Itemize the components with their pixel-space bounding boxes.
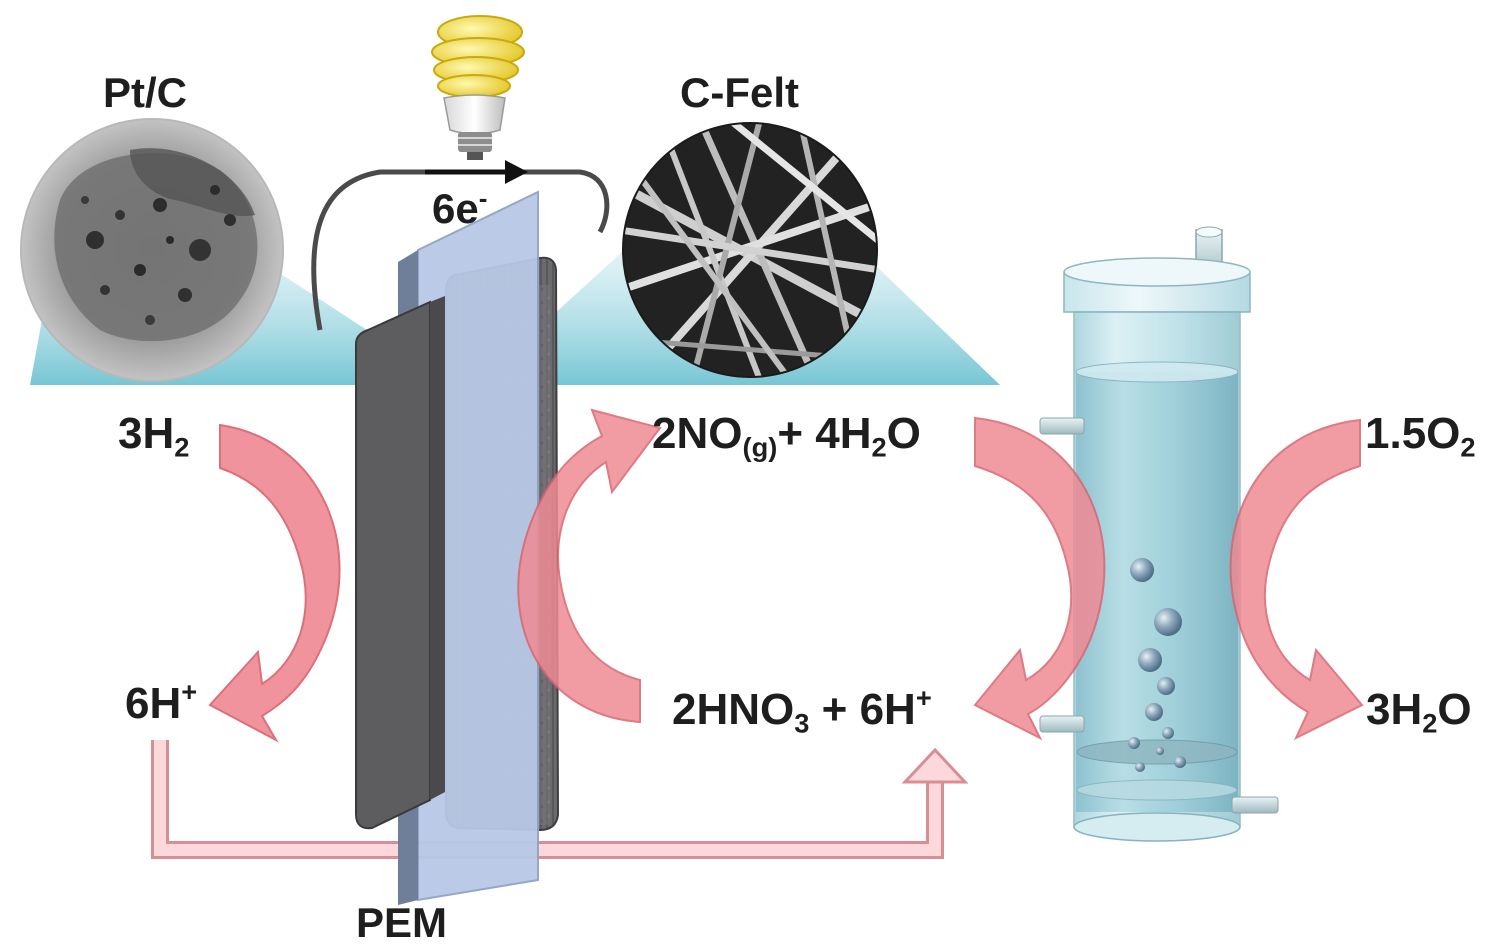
- c-felt-label: C-Felt: [680, 69, 799, 116]
- reactor-right-arrow: [1229, 418, 1364, 741]
- circuit-wire: [311, 169, 610, 331]
- proton-transport-arrow: [151, 740, 969, 859]
- no-water-label: 2NO(g)+ 4H2O: [652, 409, 921, 463]
- light-bulb-icon: [431, 15, 525, 160]
- hydrogen-label: 3H2: [118, 409, 190, 463]
- electron-arrow-icon: [425, 160, 528, 184]
- cathode-reaction-arrow: [517, 408, 662, 724]
- proton-left-label: 6H+: [125, 676, 198, 728]
- reactor-left-arrow: [973, 416, 1106, 741]
- c-felt-micrograph: [622, 122, 878, 378]
- water-label: 3H2O: [1366, 685, 1472, 739]
- oxygen-label: 1.5O2: [1365, 409, 1476, 463]
- nitric-acid-label: 2HNO3 + 6H+: [672, 682, 932, 739]
- pt-c-label: Pt/C: [103, 69, 187, 116]
- electron-label: 6e-: [432, 182, 488, 232]
- anode-reaction-arrow: [208, 423, 341, 743]
- pt-c-micrograph: [20, 118, 284, 382]
- pem-label: PEM: [356, 899, 448, 946]
